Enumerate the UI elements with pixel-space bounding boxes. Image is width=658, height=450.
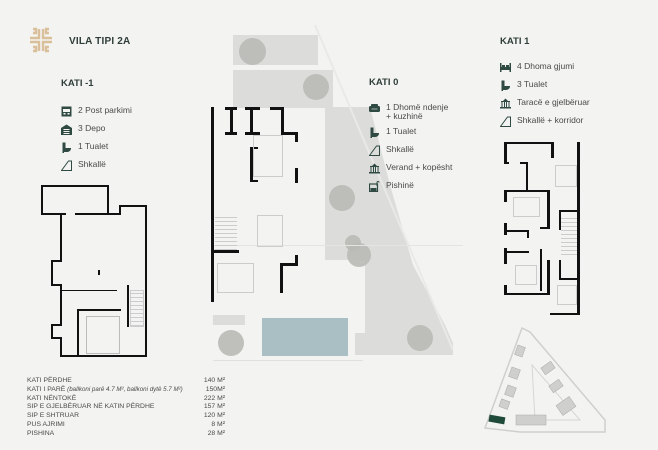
logo (28, 27, 54, 53)
ornamental-cross-logo-icon (30, 27, 52, 53)
feature-toilet: 1 Tualet (369, 127, 452, 138)
first-floor-title: KATI 1 (500, 36, 530, 47)
toilet-icon (500, 80, 511, 91)
feature-toilet: 1 Tualet (61, 142, 132, 153)
basement-floor-plan (20, 180, 160, 360)
toilet-icon (369, 127, 380, 138)
storage-icon (61, 124, 72, 135)
ground-title: KATI 0 (369, 77, 399, 88)
fence-icon (369, 163, 380, 174)
first-floor-features: 4 Dhoma gjumi 3 Tualet Taracë e gjelbëru… (500, 62, 590, 134)
ground-floor-plan (195, 25, 465, 370)
page-title: VILA TIPI 2A (69, 36, 131, 47)
parking-icon (61, 106, 72, 117)
feature-toilets: 3 Tualet (500, 80, 590, 91)
ground-features: 1 Dhomë ndenje+ kuzhinë 1 Tualet Shkallë… (369, 103, 452, 199)
feature-stairs: Shkallë (61, 160, 132, 171)
feature-living: 1 Dhomë ndenje+ kuzhinë (369, 103, 452, 120)
feature-pool: Pishinë (369, 181, 452, 192)
basement-features: 2 Post parkimi 3 Depo 1 Tualet Shkallë (61, 106, 132, 178)
feature-stairs: Shkallë (369, 145, 452, 156)
stairs-icon (369, 145, 380, 156)
basement-title: KATI -1 (61, 78, 94, 89)
pool-icon (369, 181, 380, 192)
sofa-icon (369, 103, 380, 114)
toilet-icon (61, 142, 72, 153)
stairs-icon (500, 116, 511, 127)
spec-row: KATI I PARË (ballkoni parë 4.7 M², ballk… (27, 385, 225, 393)
bed-icon (500, 62, 511, 73)
feature-bedrooms: 4 Dhoma gjumi (500, 62, 590, 73)
stairs-icon (61, 160, 72, 171)
feature-storage: 3 Depo (61, 124, 132, 135)
feature-parking: 2 Post parkimi (61, 106, 132, 117)
feature-stairs-corridor: Shkallë + korridor (500, 116, 590, 127)
fence-icon (500, 98, 511, 109)
pool (262, 318, 348, 356)
site-location-map (480, 320, 650, 445)
first-floor-plan (495, 135, 605, 315)
feature-veranda: Verand + kopësht (369, 163, 452, 174)
feature-terrace: Taracë e gjelbëruar (500, 98, 590, 109)
